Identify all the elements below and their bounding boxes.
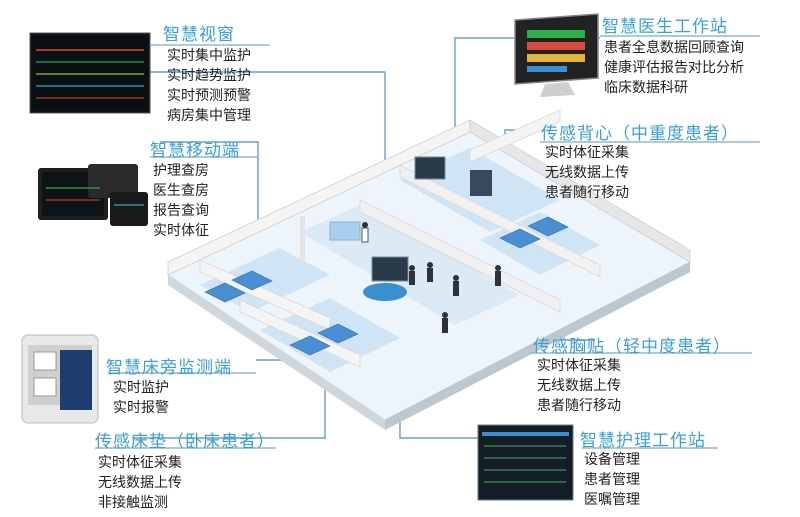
doctor-item: 健康评估报告对比分析 xyxy=(604,60,744,76)
chest-item: 无线数据上传 xyxy=(537,378,621,394)
vest-title: 传感背心（中重度患者） xyxy=(541,124,739,144)
people xyxy=(361,222,501,333)
mobile-items: 护理查房 医生查房 报告查询 实时体征 xyxy=(153,161,209,241)
mattress-items: 实时体征采集 无线数据上传 非接触监测 xyxy=(98,453,182,513)
vest-item: 患者随行移动 xyxy=(545,185,629,201)
nurse-item: 医嘱管理 xyxy=(584,492,640,508)
doctor-items: 患者全息数据回顾查询 健康评估报告对比分析 临床数据科研 xyxy=(604,38,744,98)
vision-items: 实时集中监护 实时趋势监护 实时预测预警 病房集中管理 xyxy=(167,46,251,126)
chest-title: 传感胸贴（轻中度患者） xyxy=(533,337,731,357)
monitor-wall-image xyxy=(29,32,151,114)
mobile-item: 医生查房 xyxy=(153,183,209,199)
bedside-items: 实时监护 实时报警 xyxy=(113,378,169,418)
mattress-title: 传感床垫（卧床患者） xyxy=(95,432,275,452)
nurse-station xyxy=(329,156,492,301)
title-underlines xyxy=(95,35,760,449)
nurse-item: 设备管理 xyxy=(584,452,640,468)
vest-items: 实时体征采集 无线数据上传 患者随行移动 xyxy=(545,143,629,203)
bedside-monitor-image xyxy=(21,334,99,424)
mobile-item: 报告查询 xyxy=(153,203,209,219)
bedside-item: 实时监护 xyxy=(113,380,169,396)
bedside-title: 智慧床旁监测端 xyxy=(106,358,232,378)
doctor-item: 临床数据科研 xyxy=(604,80,688,96)
nurse-title: 智慧护理工作站 xyxy=(580,431,706,451)
nurse-items: 设备管理 患者管理 医嘱管理 xyxy=(584,450,640,510)
doctor-title: 智慧医生工作站 xyxy=(602,17,728,37)
chest-items: 实时体征采集 无线数据上传 患者随行移动 xyxy=(537,356,621,416)
beds xyxy=(204,216,569,356)
mattress-item: 实时体征采集 xyxy=(98,455,182,471)
vision-title: 智慧视窗 xyxy=(163,25,235,45)
chest-item: 患者随行移动 xyxy=(537,398,621,414)
vision-item: 实时集中监护 xyxy=(167,48,251,64)
nurse-item: 患者管理 xyxy=(584,472,640,488)
mobile-title: 智慧移动端 xyxy=(150,141,240,161)
bedside-item: 实时报警 xyxy=(113,400,169,416)
vision-item: 实时预测预警 xyxy=(167,88,251,104)
vision-item: 实时趋势监护 xyxy=(167,68,251,84)
nurse-workstation-image xyxy=(477,424,574,501)
doctor-workstation-image xyxy=(514,13,599,97)
vest-item: 无线数据上传 xyxy=(545,165,629,181)
mobile-item: 护理查房 xyxy=(153,163,209,179)
mattress-item: 无线数据上传 xyxy=(98,475,182,491)
vest-item: 实时体征采集 xyxy=(545,145,629,161)
mattress-item: 非接触监测 xyxy=(98,495,168,511)
doctor-item: 患者全息数据回顾查询 xyxy=(604,40,744,56)
mobile-item: 实时体征 xyxy=(153,223,209,239)
vision-item: 病房集中管理 xyxy=(167,108,251,124)
mobile-devices-image xyxy=(38,164,148,226)
chest-item: 实时体征采集 xyxy=(537,358,621,374)
